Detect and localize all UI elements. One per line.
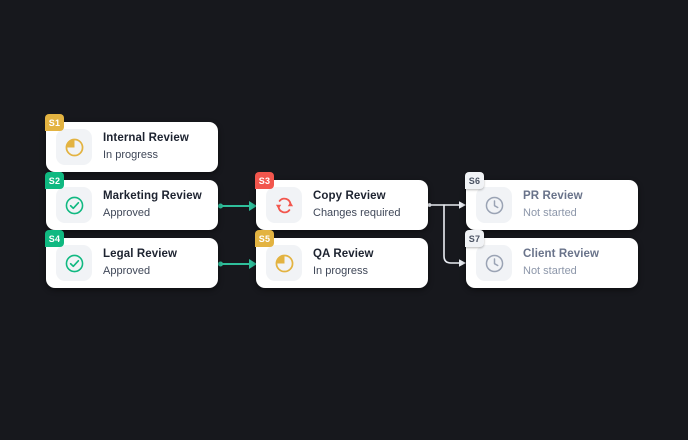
pie-progress-icon <box>266 245 302 281</box>
check-circle-icon <box>56 187 92 223</box>
clock-icon <box>476 187 512 223</box>
card-s1-status: In progress <box>103 149 159 161</box>
badge-s5: S5 <box>255 230 274 247</box>
card-s5-status: In progress <box>313 265 369 277</box>
badge-s3: S3 <box>255 172 274 189</box>
card-s3[interactable]: S3 Copy Review Changes required <box>255 172 428 230</box>
connector-s3-branch <box>427 194 468 276</box>
card-s3-status: Changes required <box>313 207 401 219</box>
card-s3-title: Copy Review <box>313 190 386 202</box>
badge-s7: S7 <box>465 230 484 247</box>
card-s1[interactable]: S1 Internal Review In progress <box>45 114 218 172</box>
connector-s2-to-s3 <box>218 195 258 217</box>
card-s1-title: Internal Review <box>103 132 189 144</box>
card-s6-status: Not started <box>523 207 577 219</box>
card-s5-title: QA Review <box>313 248 374 260</box>
card-s7-texts: Client Review Not started <box>523 247 599 279</box>
card-s4-texts: Legal Review Approved <box>103 247 177 279</box>
card-s1-texts: Internal Review In progress <box>103 131 189 163</box>
card-s5[interactable]: S5 QA Review In progress <box>255 230 428 288</box>
badge-s6: S6 <box>465 172 484 189</box>
card-s6-title: PR Review <box>523 190 583 202</box>
clock-icon <box>476 245 512 281</box>
badge-s4: S4 <box>45 230 64 247</box>
card-s4[interactable]: S4 Legal Review Approved <box>45 230 218 288</box>
card-s2-texts: Marketing Review Approved <box>103 189 202 221</box>
check-circle-icon <box>56 245 92 281</box>
card-s2[interactable]: S2 Marketing Review Approved <box>45 172 218 230</box>
pie-progress-icon <box>56 129 92 165</box>
card-s2-status: Approved <box>103 207 151 219</box>
connector-s4-to-s5 <box>218 253 258 275</box>
card-s5-texts: QA Review In progress <box>313 247 374 279</box>
badge-s1: S1 <box>45 114 64 131</box>
refresh-cycle-icon <box>266 187 302 223</box>
card-s4-status: Approved <box>103 265 151 277</box>
card-s4-title: Legal Review <box>103 248 178 260</box>
card-s7-status: Not started <box>523 265 577 277</box>
card-s3-texts: Copy Review Changes required <box>313 189 400 221</box>
card-s6[interactable]: S6 PR Review Not started <box>465 172 638 230</box>
card-s7[interactable]: S7 Client Review Not started <box>465 230 638 288</box>
card-s7-title: Client Review <box>523 248 600 260</box>
badge-s2: S2 <box>45 172 64 189</box>
card-s2-title: Marketing Review <box>103 190 202 202</box>
card-s6-texts: PR Review Not started <box>523 189 583 221</box>
